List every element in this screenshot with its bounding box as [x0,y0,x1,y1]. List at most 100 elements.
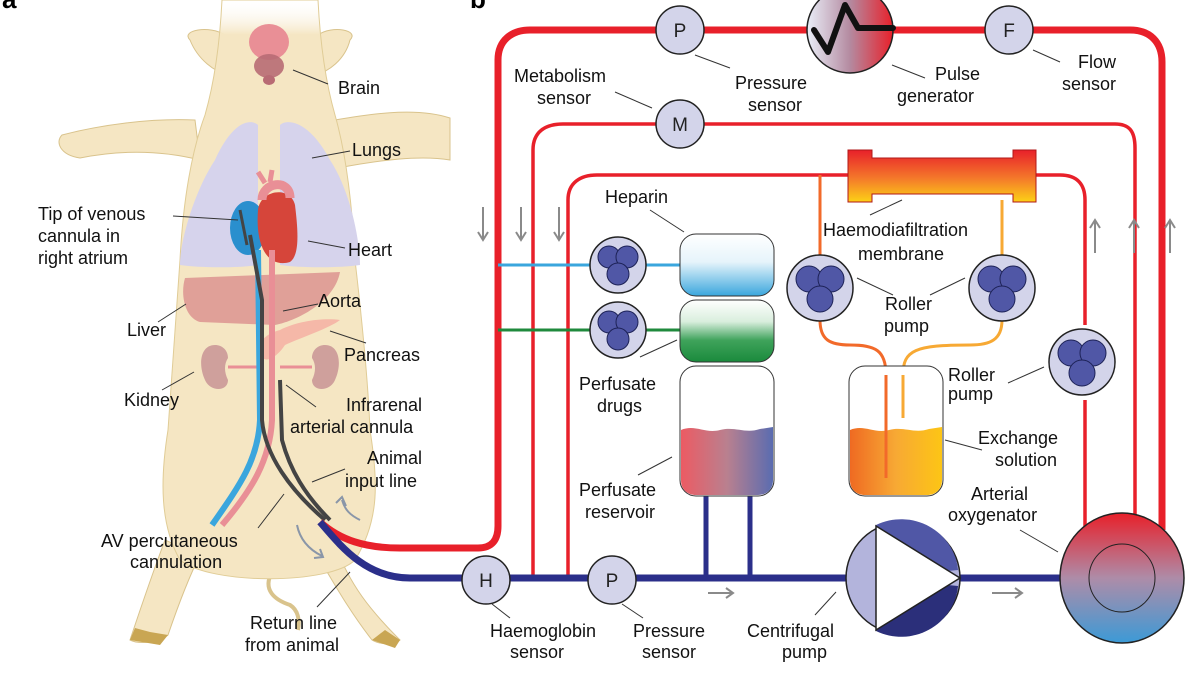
label-av-cannulation-2: cannulation [130,552,222,572]
leader-brain [292,69,329,85]
leader-tip-venous [172,215,239,221]
pump-direction-triangle-icon [875,524,962,632]
label-tip-venous-3: right atrium [38,248,128,268]
roller-icon [1068,359,1096,387]
leader-pressure-top [694,54,731,69]
leader-centrifugal [814,591,837,616]
label-kidney: Kidney [124,390,179,410]
flow-direction-arrows [477,207,1176,599]
label-liver: Liver [127,320,166,340]
filtration-tube-in-bottom [818,319,888,470]
panel-label-b: b [470,0,486,14]
label-oxygenator-1: Arterial [971,484,1028,504]
aorta-vessel [219,250,275,527]
label-pancreas: Pancreas [344,345,420,365]
flow-sensor[interactable]: F [984,5,1034,55]
pig-body [58,0,451,648]
roller-pump-filtration-out[interactable] [968,254,1036,322]
label-brain: Brain [338,78,380,98]
roller-pump-right[interactable] [1048,328,1116,396]
vena-cava [209,249,264,527]
label-tip-venous-2: cannula in [38,226,120,246]
pressure-sensor-bottom-circle [587,555,637,605]
label-pulse-2: generator [897,86,974,106]
brain-stem [263,75,275,85]
leader-lungs [311,150,351,159]
roller-icon [606,327,630,351]
pressure-sensor-bottom[interactable]: P [587,555,637,605]
right-atrium [230,201,266,255]
reservoir-fluid [681,427,773,495]
pressure-sensor-top[interactable]: P [655,5,705,55]
label-roller-right-2: pump [948,384,993,404]
leader-kidney [161,371,195,391]
roller-pump-heparin[interactable] [589,236,647,294]
perfusate-reservoir[interactable] [679,365,775,497]
label-pressure-top-2: sensor [748,95,802,115]
leader-haemoglobin [491,603,511,619]
heparin-container[interactable] [679,233,775,297]
oxygenator-body [1059,512,1185,644]
label-drugs-1: Perfusate [579,374,656,394]
roller-icon [806,285,834,313]
label-tip-venous-1: Tip of venous [38,204,145,224]
ventricles [257,192,298,264]
haemoglobin-sensor-circle [461,555,511,605]
haemoglobin-sensor-letter: H [479,571,493,592]
roller-pump-drugs[interactable] [589,301,647,359]
label-haemoglobin-1: Haemoglobin [490,621,596,641]
pulse-generator[interactable] [806,0,896,74]
leader-pressure-bottom [621,603,644,619]
label-pressure-bottom-2: sensor [642,642,696,662]
reservoir-outlets [703,490,753,578]
roller-pump-filtration-in[interactable] [786,254,854,322]
flow-arrow-return-head [313,548,325,559]
pig-hoof-right [372,630,400,648]
pancreas-organ [259,319,340,360]
arterial-line-metabolism [531,122,1137,578]
label-reservoir-2: reservoir [585,502,655,522]
leader-animal-input [311,468,346,483]
label-roller-pair-2: pump [884,316,929,336]
flow-sensor-circle [984,5,1034,55]
arrow-down-2 [515,207,527,242]
label-av-cannulation-1: AV percutaneous [101,531,238,551]
label-infrarenal-1: Infrarenal [346,395,422,415]
kidney-right [312,345,339,389]
lung-right [280,122,360,268]
metabolism-sensor-circle [655,99,705,149]
pig-organs [180,24,360,527]
filtration-tube-out-bottom [901,319,1004,420]
label-drugs-2: drugs [597,396,642,416]
exchange-solution-container[interactable] [848,365,944,497]
metabolism-sensor[interactable]: M [655,99,705,149]
venous-return-line [317,519,1065,582]
leader-flow [1032,49,1061,63]
arterial-line-filtration-out [1035,173,1087,325]
pressure-sensor-bottom-letter: P [606,571,619,592]
heart-organ [230,169,298,264]
arterial-line-filtration-in [566,173,848,578]
panel-a-labels: Brain Lungs Tip of venous cannula in rig… [38,69,422,655]
centrifugal-pump[interactable] [845,519,962,637]
arrow-up-2 [1128,218,1140,253]
flow-arrow-input-head [335,495,347,507]
label-membrane-1: Haemodiafiltration [823,220,968,240]
leader-reservoir [637,456,673,476]
leader-roller-right-pump [1007,366,1045,384]
oxygenator-core [1088,543,1156,613]
haemodiafiltration-membrane[interactable] [847,149,1037,203]
label-roller-right-1: Roller [948,365,995,385]
haemoglobin-sensor[interactable]: H [461,555,511,605]
leader-liver [157,303,187,323]
label-animal-input-1: Animal [367,448,422,468]
flow-arrow-input [341,499,361,521]
pulse-waveform-icon [811,2,896,55]
label-flow-1: Flow [1078,52,1117,72]
leader-return-line [316,571,351,608]
label-lungs: Lungs [352,140,401,160]
perfusate-drugs-container[interactable] [679,299,775,363]
leader-aorta [282,303,319,312]
arterial-oxygenator[interactable] [1059,512,1185,644]
